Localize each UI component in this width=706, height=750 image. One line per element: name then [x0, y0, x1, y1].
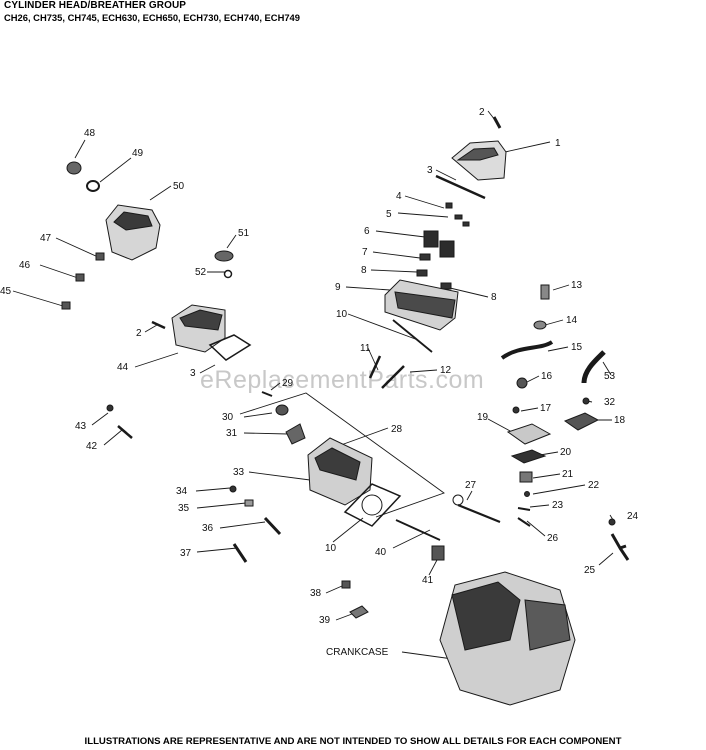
callout-13[interactable]: 13: [571, 280, 583, 291]
callout-36[interactable]: 36: [202, 523, 214, 534]
callout-39[interactable]: 39: [319, 615, 331, 626]
callout-49[interactable]: 49: [132, 148, 144, 159]
callout-35[interactable]: 35: [178, 503, 190, 514]
leader-lines: [12, 110, 616, 661]
callout-16[interactable]: 16: [541, 371, 553, 382]
callout-15[interactable]: 15: [571, 342, 583, 353]
callout-7[interactable]: 7: [362, 247, 368, 258]
callout-26[interactable]: 26: [547, 533, 559, 544]
callout-31[interactable]: 31: [226, 428, 238, 439]
callout-18[interactable]: 18: [614, 415, 626, 426]
callout-46[interactable]: 46: [19, 260, 31, 271]
callout-11[interactable]: 11: [360, 343, 371, 354]
callout-3[interactable]: 3: [190, 368, 196, 379]
callout-44[interactable]: 44: [117, 362, 129, 373]
callout-10[interactable]: 10: [325, 543, 337, 554]
callout-29[interactable]: 29: [282, 378, 294, 389]
callout-34[interactable]: 34: [176, 486, 188, 497]
watermark-text: eReplacementParts.com: [200, 366, 484, 394]
callout-9[interactable]: 9: [335, 282, 341, 293]
callout-40[interactable]: 40: [375, 547, 387, 558]
callout-43[interactable]: 43: [75, 421, 87, 432]
callout-12[interactable]: 12: [440, 365, 452, 376]
callout-38[interactable]: 38: [310, 588, 322, 599]
callout-1[interactable]: 1: [555, 138, 561, 149]
callout-17[interactable]: 17: [540, 403, 552, 414]
callout-3[interactable]: 3: [427, 165, 433, 176]
callout-51[interactable]: 51: [238, 228, 250, 239]
callout-6[interactable]: 6: [364, 226, 370, 237]
callout-labels: 1 2 2 3 3 4 5 6 7 8 8 9 10 10 11 12 13 1…: [0, 107, 639, 658]
callout-14[interactable]: 14: [566, 315, 578, 326]
diagram-title: CYLINDER HEAD/BREATHER GROUP: [4, 0, 187, 11]
callout-47[interactable]: 47: [40, 233, 52, 244]
callout-2[interactable]: 2: [136, 328, 142, 339]
callout-4[interactable]: 4: [396, 191, 402, 202]
callout-32[interactable]: 32: [604, 397, 616, 408]
callout-5[interactable]: 5: [386, 209, 392, 220]
callout-10[interactable]: 10: [336, 309, 348, 320]
callout-19[interactable]: 19: [477, 412, 489, 423]
callout-2[interactable]: 2: [479, 107, 485, 118]
callout-8[interactable]: 8: [491, 292, 497, 303]
callout-28[interactable]: 28: [391, 424, 403, 435]
callout-crankcase[interactable]: CRANKCASE: [326, 647, 389, 658]
callout-45[interactable]: 45: [0, 286, 12, 297]
callout-48[interactable]: 48: [84, 128, 96, 139]
callout-25[interactable]: 25: [584, 565, 596, 576]
callout-23[interactable]: 23: [552, 500, 564, 511]
callout-50[interactable]: 50: [173, 181, 185, 192]
callout-24[interactable]: 24: [627, 511, 639, 522]
callout-33[interactable]: 33: [233, 467, 245, 478]
callout-52[interactable]: 52: [195, 267, 207, 278]
callout-42[interactable]: 42: [86, 441, 98, 452]
callout-27[interactable]: 27: [465, 480, 477, 491]
callout-21[interactable]: 21: [562, 469, 574, 480]
callout-41[interactable]: 41: [422, 575, 434, 586]
parts: [61, 116, 630, 706]
model-list: CH26, CH735, CH745, ECH630, ECH650, ECH7…: [4, 12, 300, 23]
callout-22[interactable]: 22: [588, 480, 600, 491]
callout-30[interactable]: 30: [222, 412, 234, 423]
callout-53[interactable]: 53: [604, 371, 616, 382]
callout-37[interactable]: 37: [180, 548, 192, 559]
disclaimer-footer: ILLUSTRATIONS ARE REPRESENTATIVE AND ARE…: [84, 736, 622, 747]
callout-8[interactable]: 8: [361, 265, 367, 276]
callout-20[interactable]: 20: [560, 447, 572, 458]
